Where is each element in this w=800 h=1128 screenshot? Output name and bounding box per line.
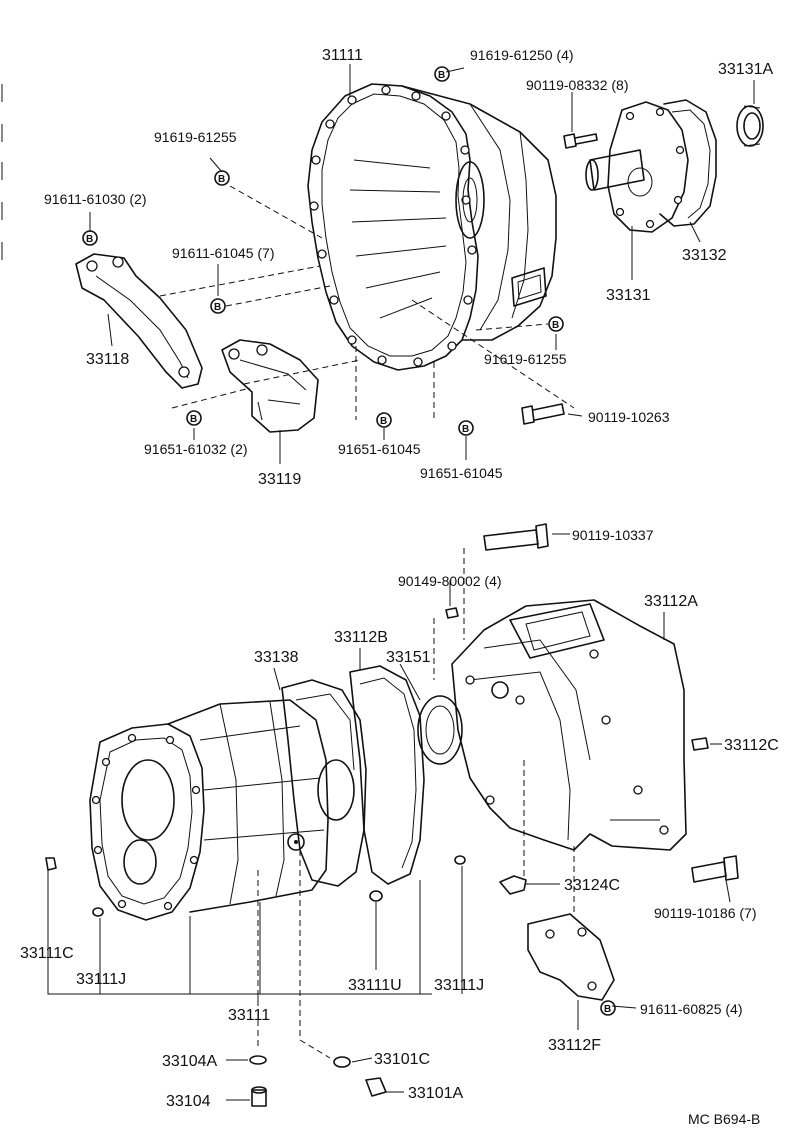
svg-text:B: B [462,424,469,435]
b-marker: B [186,410,202,426]
svg-text:B: B [214,302,221,313]
label-33124C: 33124C [564,877,620,894]
bolt-90119-08332 [563,133,598,149]
clutch-housing-31111 [307,83,557,371]
svg-text:B: B [604,1004,611,1015]
label-33111J-a: 33111J [76,971,126,988]
label-33104: 33104 [166,1093,211,1110]
label-33131: 33131 [606,287,651,304]
bottom-assembly-lines [47,533,731,1101]
extension-housing-33112A [451,599,687,851]
svg-text:B: B [218,174,225,185]
svg-text:B: B [438,70,445,81]
label-91651-61045-b: 91651-61045 [420,465,503,481]
label-33104A: 33104A [162,1053,217,1070]
label-91619-61255-b: 91619-61255 [484,351,567,367]
label-31111-bottom: 33111 [228,1007,270,1024]
svg-text:B: B [380,416,387,427]
label-33112A: 33112A [644,593,698,610]
bolt-90119-10263 [521,403,565,425]
top-assembly-lines [89,64,755,464]
label-31111-top: 31111 [322,47,363,64]
label-33131A: 33131A [718,61,773,78]
diagram-code: MC B694-B [688,1111,760,1127]
label-33112C: 33112C [724,737,779,754]
transmission-case-33111 [89,699,329,921]
adapter-plate-33138 [281,679,367,887]
b-marker: B [458,420,474,436]
label-33112B: 33112B [334,629,388,646]
label-90119-10186: 90119-10186 (7) [654,905,756,921]
label-91651-61045-a: 91651-61045 [338,441,421,457]
gasket-33151 [417,695,463,765]
label-90119-10337: 90119-10337 [572,527,654,543]
b-markers: B B B B B B B B B [82,66,616,1016]
label-90119-08332: 90119-08332 (8) [526,77,628,93]
label-33118: 33118 [86,351,129,368]
gasket-33112B [349,665,425,885]
b-marker: B [214,170,230,186]
label-91611-60825: 91611-60825 (4) [640,1001,742,1017]
bearing-retainer-33131 [585,101,689,233]
label-91651-61032: 91651-61032 (2) [144,441,248,457]
svg-text:B: B [86,234,93,245]
label-33132: 33132 [682,247,727,264]
label-33119: 33119 [258,471,301,488]
label-33112F: 33112F [548,1037,601,1054]
label-33111C: 33111C [20,945,74,962]
svg-text:B: B [190,414,197,425]
oil-seal-33131A [736,105,764,147]
b-marker: B [548,316,564,332]
label-33138: 33138 [254,649,299,666]
b-marker: B [210,298,226,314]
label-33151: 33151 [386,649,431,666]
label-33111U: 33111U [348,977,402,994]
label-33111J-b: 33111J [434,977,484,994]
svg-text:B: B [552,320,559,331]
b-marker: B [600,1000,616,1016]
label-91611-61030: 91611-61030 (2) [44,191,146,207]
b-marker: B [82,230,98,246]
label-33101C: 33101C [374,1051,430,1068]
b-marker: B [376,412,392,428]
small-parts [45,523,739,1107]
part-labels: 31111 91619-61250 (4) 90119-08332 (8) 33… [20,47,779,1127]
gasket-33132 [659,99,717,227]
b-marker: B [434,66,450,82]
label-33101A: 33101A [408,1085,463,1102]
bracket-33119 [221,339,319,433]
label-90149-80002: 90149-80002 (4) [398,573,502,589]
label-90119-10263: 90119-10263 [588,409,670,425]
bracket-33118 [75,253,203,389]
label-91619-61255-a: 91619-61255 [154,129,237,145]
label-91611-61045: 91611-61045 (7) [172,245,274,261]
label-91619-61250: 91619-61250 (4) [470,47,574,63]
